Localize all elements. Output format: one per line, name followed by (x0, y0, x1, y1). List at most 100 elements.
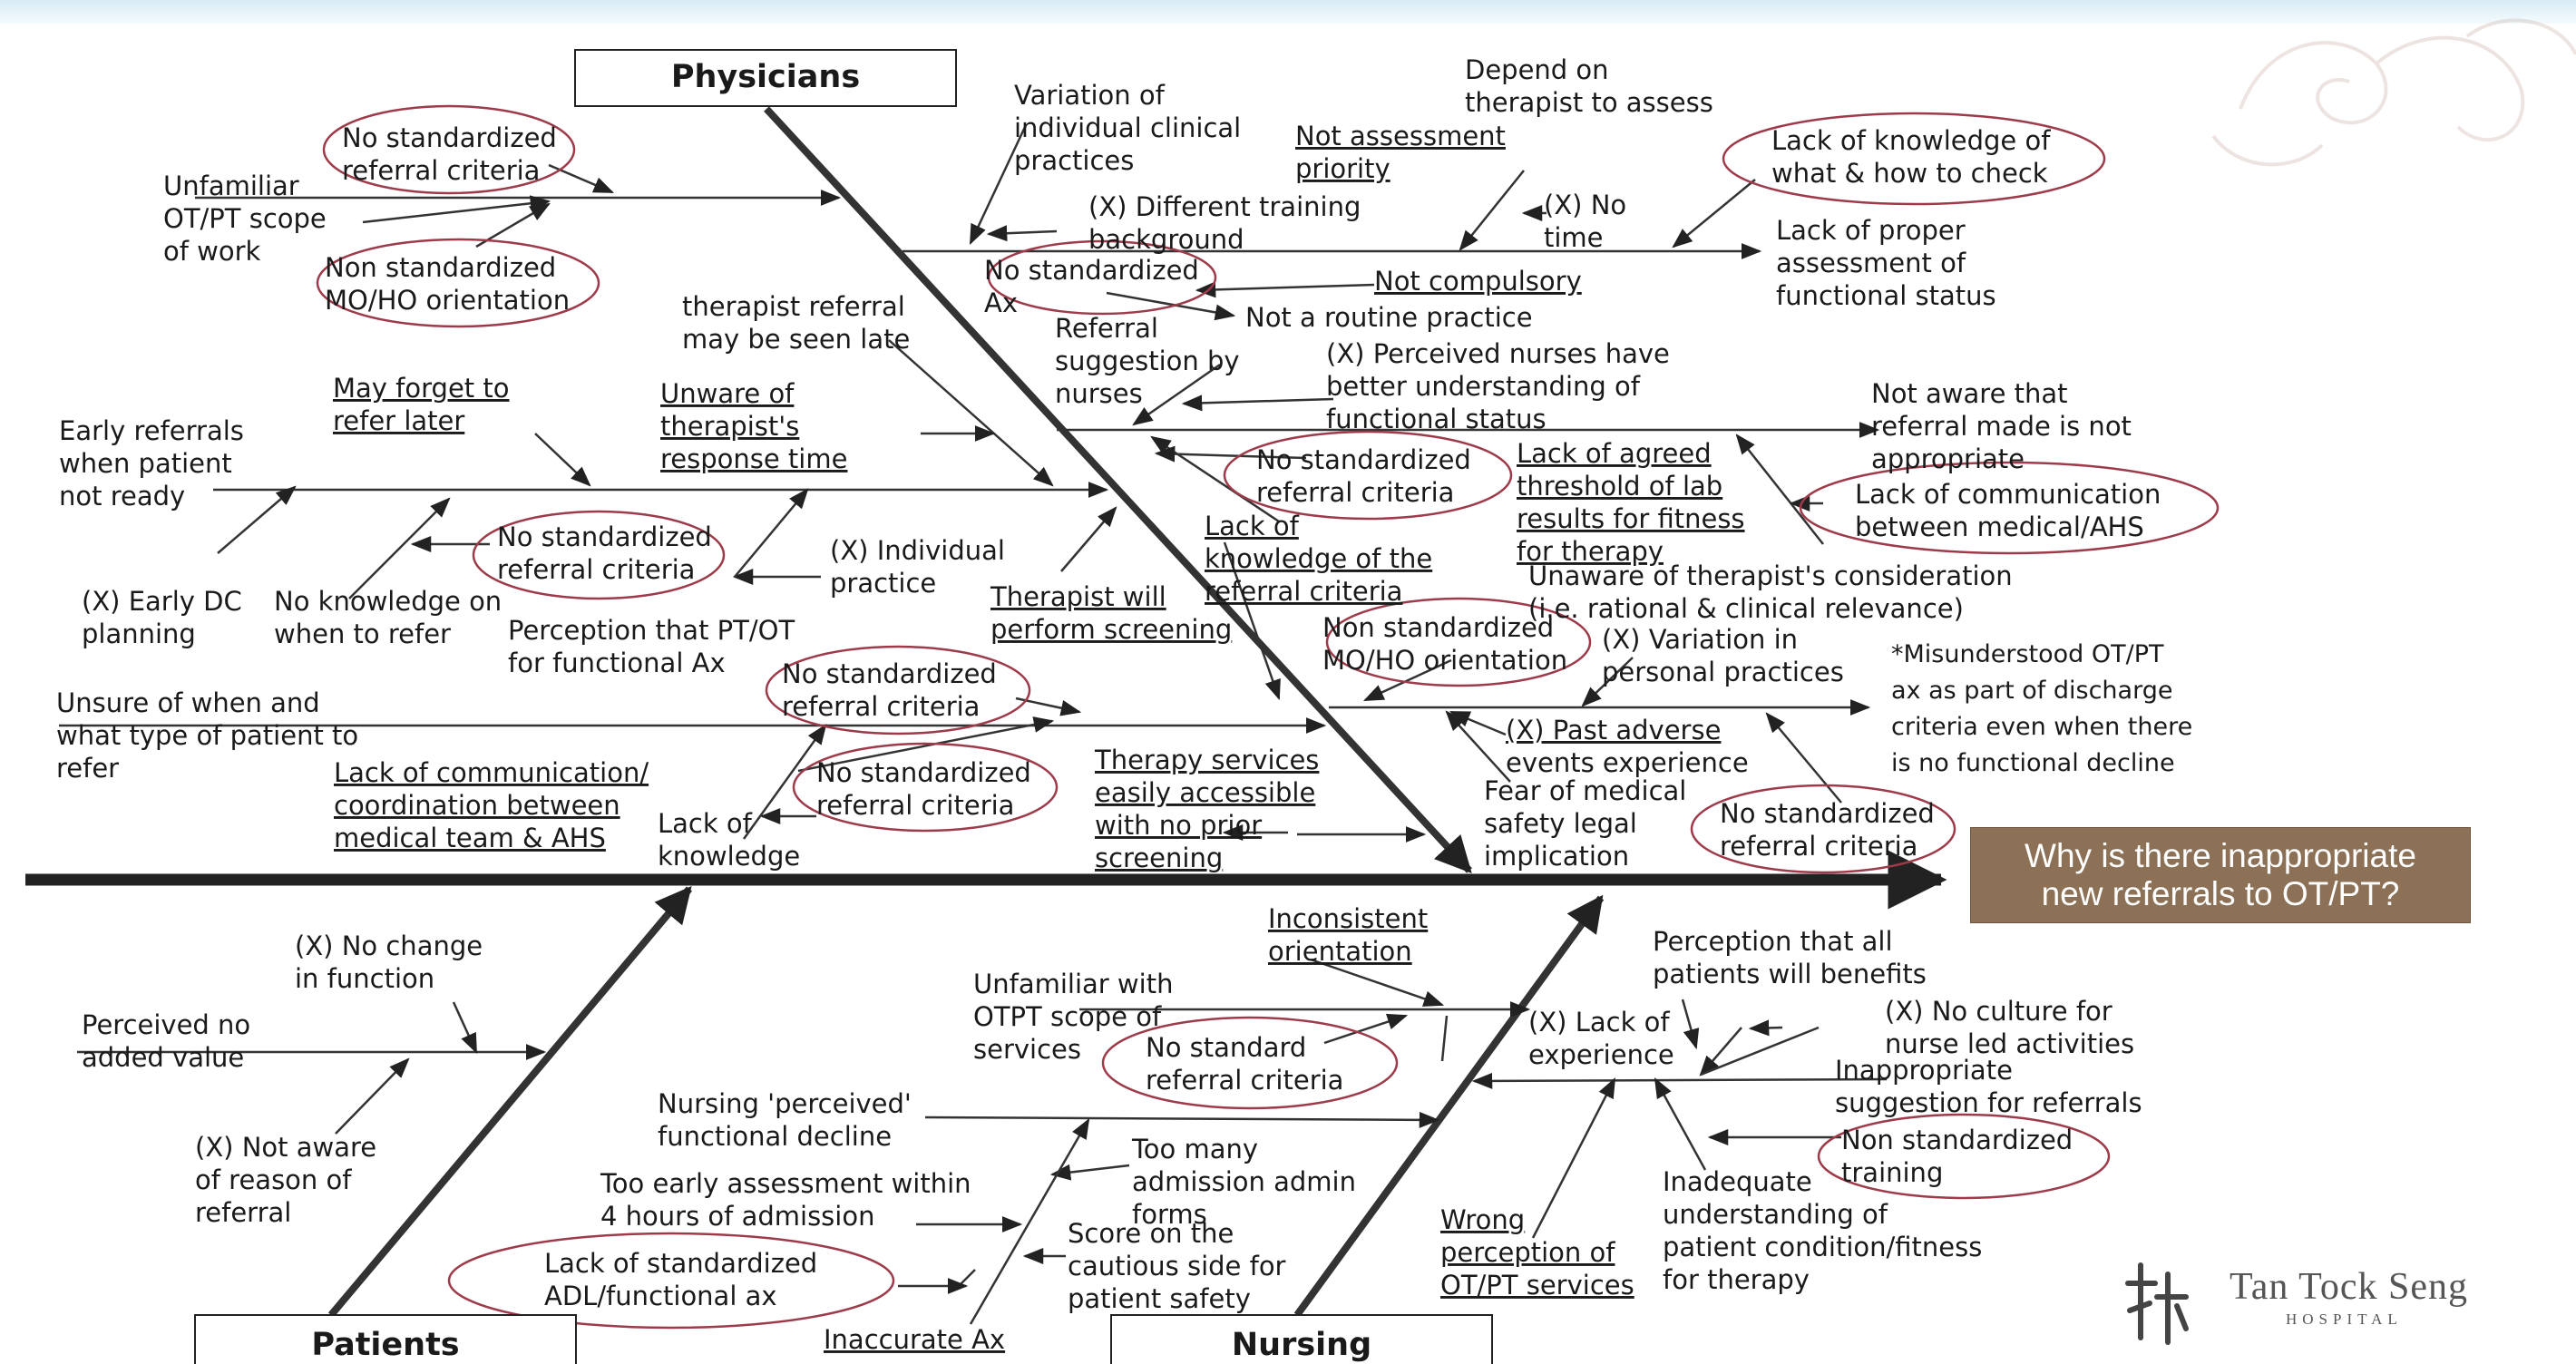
cause-line: referral made is not (1871, 411, 2132, 442)
cause-line: personal practices (1602, 657, 1844, 687)
cause-line: safety legal (1484, 808, 1637, 839)
cause-line: Unfamiliar (163, 170, 299, 201)
cause-line: referral (195, 1197, 291, 1228)
cause-line: OTPT scope of (973, 1001, 1162, 1032)
cause-line: therapist referral (682, 291, 905, 322)
category-box-physicians: Physicians (574, 49, 957, 107)
cause-line: No standardized (816, 757, 1031, 788)
cause-line: perception of (1440, 1237, 1615, 1268)
cause-line: Lack of communication (1855, 479, 2161, 510)
cause-line: Unware of (660, 378, 795, 409)
cause-line: Not a routine practice (1245, 302, 1533, 333)
cause-line: Not compulsory (1374, 266, 1582, 297)
bone-nursing (1293, 894, 1605, 1318)
cause-line: in function (295, 963, 434, 994)
cause-line: what type of patient to (56, 720, 358, 751)
cause-line: when to refer (274, 619, 451, 649)
hospital-logo: Tan Tock Seng HOSPITAL (2122, 1256, 2513, 1347)
cause-line: (X) Past adverse (1506, 715, 1721, 745)
cause-line: (X) Individual (830, 535, 1005, 566)
cause-line: Inadequate (1663, 1166, 1812, 1197)
cause-line: May forget to (333, 373, 510, 404)
cause-line: (X) No (1544, 190, 1626, 220)
cause-line: ADL/functional ax (544, 1281, 777, 1311)
cause-line: Not assessment (1295, 121, 1506, 151)
cause-line: referral criteria (497, 554, 695, 585)
cause-line: of work (163, 236, 261, 267)
cause-line: practice (830, 568, 936, 599)
cause-line: coordination between (334, 790, 620, 821)
cause-arrows (217, 126, 1842, 1325)
cause-line: assessment of (1776, 248, 1966, 278)
cause-line: MO/HO orientation (1322, 645, 1567, 676)
cause-line: understanding of (1663, 1199, 1888, 1230)
problem-statement-line1: Why is there inappropriate (2025, 837, 2416, 874)
cause-line: screening (1095, 843, 1223, 873)
cause-line: appropriate (1871, 443, 2025, 474)
cause-line: Lack of communication/ (334, 757, 649, 788)
category-label-nursing: Nursing (1232, 1327, 1371, 1363)
cause-line: training (1841, 1157, 1943, 1188)
cause-line: (X) No change (295, 930, 483, 961)
cause-line: may be seen late (682, 324, 910, 355)
cause-line: therapist to assess (1465, 87, 1713, 118)
cause-c13: Not a routine practice (1245, 302, 1533, 333)
cause-line: Too many (1131, 1134, 1258, 1164)
cause-line: (X) Lack of (1528, 1007, 1670, 1038)
cause-line: Inconsistent (1268, 903, 1428, 934)
problem-statement-box: Why is there inappropriate new referrals… (1970, 827, 2471, 923)
cause-line: cautious side for (1068, 1251, 1286, 1281)
cause-line: nurses (1055, 378, 1143, 409)
cause-line: Non standardized (1322, 612, 1554, 643)
cause-line: suggestion by (1055, 346, 1240, 376)
cause-line: added value (82, 1042, 244, 1073)
header-bar (0, 0, 2576, 24)
hospital-logo-mark-icon (2125, 1262, 2189, 1345)
cause-line: Lack of (1205, 511, 1300, 541)
cause-line: response time (660, 443, 847, 474)
cause-line: services (973, 1034, 1081, 1065)
category-label-patients: Patients (311, 1327, 459, 1363)
cause-line: Perception that all (1653, 926, 1893, 957)
cause-line: Score on the (1068, 1218, 1234, 1249)
cause-line: Referral (1055, 313, 1158, 344)
cause-line: practices (1014, 145, 1134, 176)
cause-line: medical team & AHS (334, 823, 606, 853)
cause-line: No standardized (984, 255, 1199, 286)
cause-line: patients will benefits (1653, 959, 1927, 989)
cause-line: referral criteria (1256, 477, 1454, 508)
cause-line: for therapy (1663, 1264, 1810, 1295)
cause-line: Unsure of when and (56, 687, 320, 718)
cause-line: (X) Perceived nurses have (1326, 338, 1670, 369)
cause-line: Lack of proper (1776, 215, 1966, 246)
cause-line: is no functional decline (1891, 749, 2175, 777)
cause-c12: Not compulsory (1374, 266, 1582, 297)
cause-line: refer (56, 753, 119, 784)
cause-line: Unfamiliar with (973, 969, 1173, 999)
cause-line: for functional Ax (508, 648, 726, 678)
category-box-nursing: Nursing (1110, 1314, 1493, 1364)
cause-line: No standardized (342, 122, 557, 153)
cause-line: of reason of (195, 1164, 352, 1195)
cause-line: when patient (59, 448, 232, 479)
cause-line: OT/PT scope (163, 203, 327, 234)
